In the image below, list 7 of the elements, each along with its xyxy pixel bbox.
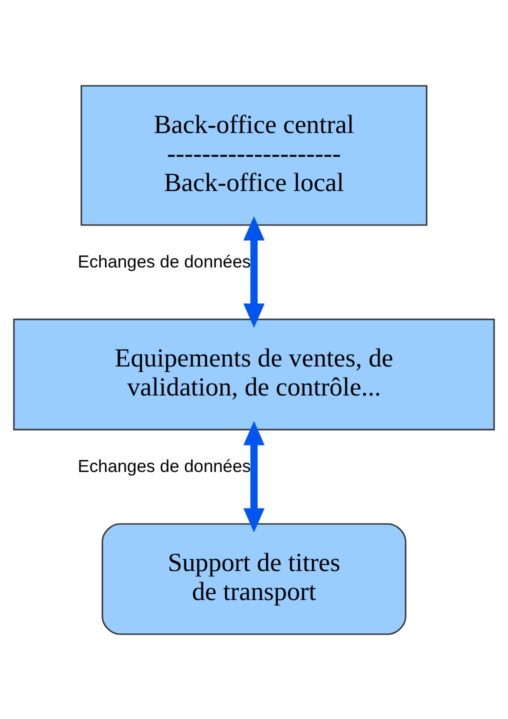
edge-label: Echanges de données xyxy=(78,456,251,476)
node-box: Equipements de ventes, de validation, de contrôle... xyxy=(13,318,495,430)
node-box: Back-office central -------------------- Back-office local xyxy=(80,84,428,226)
arrow xyxy=(243,420,265,532)
edge-label: Echanges de données xyxy=(78,250,251,271)
node-box: Support de titres de transport xyxy=(102,522,406,634)
arrow xyxy=(243,216,265,328)
